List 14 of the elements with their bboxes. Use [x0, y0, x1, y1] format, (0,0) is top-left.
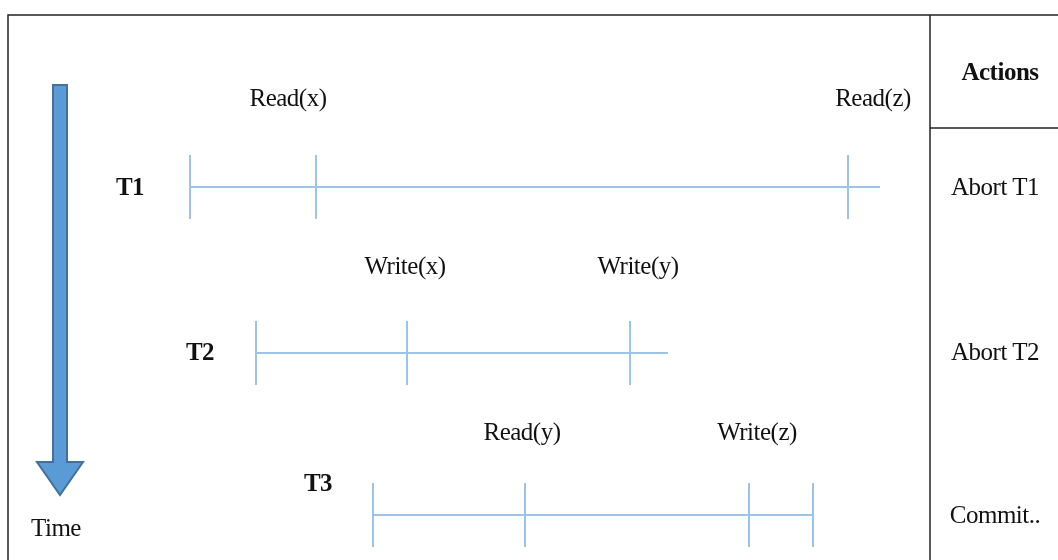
operation-label: Read(z): [835, 84, 911, 112]
action-label: Commit..: [949, 501, 1041, 529]
operation-label: Read(y): [483, 418, 561, 446]
operation-label: Read(x): [249, 84, 327, 112]
column-header: Actions: [961, 58, 1039, 86]
transaction-label: T1: [115, 173, 145, 201]
operation-label: Write(z): [717, 418, 797, 446]
axis-label: Time: [31, 514, 81, 542]
operation-label: Write(y): [597, 252, 679, 280]
transaction-label: T2: [185, 338, 215, 366]
action-label: Abort T1: [951, 173, 1039, 201]
operation-label: Write(x): [364, 252, 446, 280]
transaction-label: T3: [303, 469, 333, 497]
action-label: Abort T2: [951, 338, 1039, 366]
